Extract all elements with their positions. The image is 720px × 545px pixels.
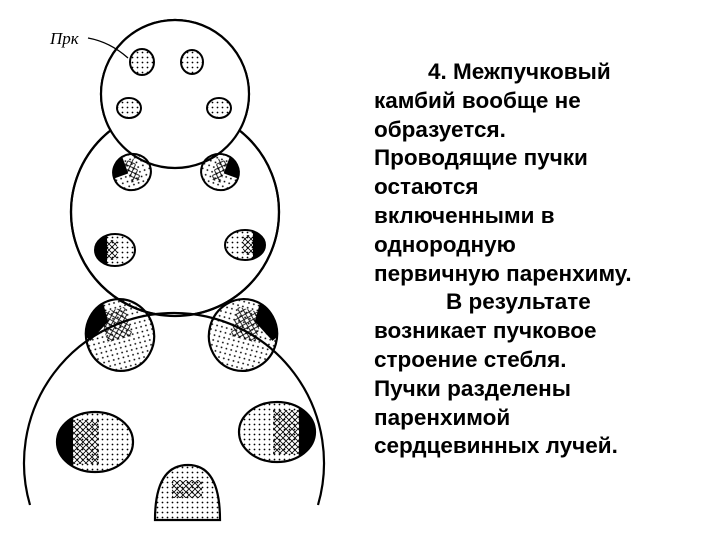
text-line: Проводящие пучки [374, 145, 588, 171]
prk-label: Прк [49, 29, 80, 48]
text-line: остаются [374, 174, 479, 200]
stem-diagram-svg: Прк [22, 18, 326, 522]
text-line: образуется. [374, 116, 506, 142]
text-line: 4. Межпучковый [428, 59, 611, 84]
text-line: сердцевинных лучей. [374, 433, 618, 459]
text-line: строение стебля. [374, 346, 567, 372]
text-line: возникает пучковое [374, 318, 597, 344]
stage-3-bundles [55, 298, 317, 522]
stage-1-bundles [116, 48, 232, 119]
text-line: паренхимой [374, 404, 511, 430]
stem-diagram: Прк [22, 18, 326, 522]
text-line: однородную [374, 231, 516, 257]
text-line: В результате [446, 289, 591, 315]
text-line: Пучки разделены [374, 375, 571, 401]
stage-2-bundles [94, 152, 266, 267]
description-text: 4. Межпучковый камбий вообще не образует… [374, 58, 714, 461]
text-line: включенными в [374, 202, 555, 228]
text-line: камбий вообще не [374, 87, 581, 113]
text-line: первичную паренхиму. [374, 260, 632, 286]
